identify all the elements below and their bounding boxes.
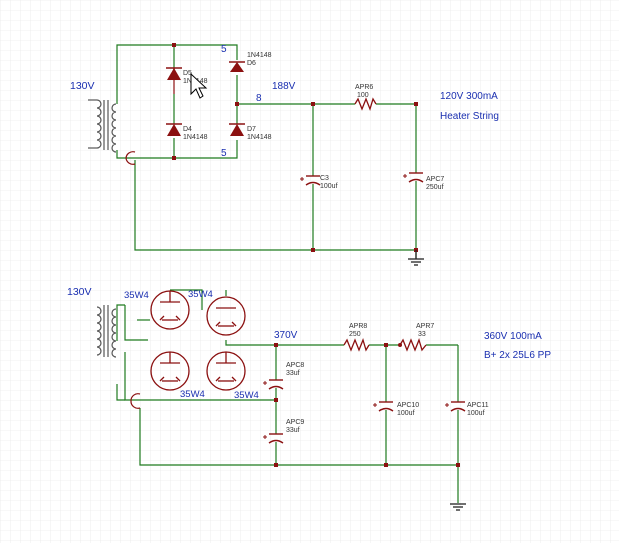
resistor-apr7-value: 33 [418, 331, 426, 338]
capacitor-apc9-value: 33uf [286, 427, 300, 434]
tube-4 [206, 351, 246, 391]
net-label-5-bottom: 5 [221, 148, 227, 159]
bottom-transformer [96, 305, 141, 409]
capacitor-apc11-value: 100uf [467, 410, 485, 417]
top-output-desc: Heater String [440, 111, 499, 122]
capacitor-apc7-value: 250uf [426, 184, 444, 191]
diode-d6-value: 1N4148 [247, 52, 272, 59]
ground-icon [450, 503, 466, 511]
resistor-apr7: APR7 33 [398, 323, 434, 352]
diode-d7-value: 1N4148 [247, 134, 272, 141]
capacitor-apc10-ref: APC10 [397, 402, 419, 409]
tube-2-label: 35W4 [188, 289, 213, 300]
bottom-junctions [274, 343, 460, 467]
ground-icon [408, 250, 424, 266]
capacitor-c3-ref: C3 [320, 175, 329, 182]
top-output-title: 120V 300mA [440, 91, 498, 102]
top-transformer [88, 99, 136, 165]
diode-d7 [229, 123, 245, 136]
capacitor-apc8-value: 33uf [286, 370, 300, 377]
capacitor-apc10-value: 100uf [397, 410, 415, 417]
diode-d5-ref: D5 [183, 70, 192, 77]
tube-3-label: 35W4 [180, 389, 205, 400]
capacitor-c3-value: 100uf [320, 183, 338, 190]
capacitor-apc7 [403, 172, 424, 183]
diode-d4-value: 1N4148 [183, 134, 208, 141]
diode-d4-ref: D4 [183, 126, 192, 133]
resistor-apr8: APR8 250 [343, 323, 370, 352]
bottom-output-desc: B+ 2x 25L6 PP [484, 350, 551, 361]
top-wires [116, 44, 417, 258]
capacitor-c3 [300, 175, 321, 186]
capacitor-apc11-ref: APC11 [467, 402, 489, 409]
bottom-circuit: 130V 35W4 [67, 286, 551, 511]
tube-3 [150, 351, 190, 391]
top-transformer-voltage: 130V [70, 80, 95, 92]
bottom-wires [116, 289, 459, 503]
capacitor-apc10 [373, 401, 394, 412]
capacitor-apc8-ref: APC8 [286, 362, 304, 369]
capacitor-apc9 [263, 433, 284, 444]
diode-d5 [166, 67, 182, 94]
net-label-5-top: 5 [221, 44, 227, 55]
capacitor-apc7-ref: APC7 [426, 176, 444, 183]
tube-1 [150, 290, 190, 330]
net-label-8: 8 [256, 93, 262, 104]
top-rail-voltage: 188V [272, 81, 296, 92]
diode-d6 [229, 61, 245, 72]
capacitor-apc11 [445, 401, 466, 412]
capacitor-apc8 [263, 379, 284, 390]
resistor-apr8-ref: APR8 [349, 323, 367, 330]
resistor-apr7-ref: APR7 [416, 323, 434, 330]
top-circuit: 130V D5 1N4148 1N4148 D6 D4 1N4148 D7 [70, 43, 499, 266]
resistor-apr6: APR6 100 [354, 84, 377, 111]
bottom-rail-voltage: 370V [274, 330, 298, 341]
resistor-apr6-value: 100 [357, 92, 369, 99]
tube-2 [206, 296, 246, 336]
tube-4-label: 35W4 [234, 390, 259, 401]
diode-d4 [166, 123, 182, 136]
resistor-apr6-ref: APR6 [355, 84, 373, 91]
resistor-apr8-value: 250 [349, 331, 361, 338]
bottom-output-title: 360V 100mA [484, 331, 542, 342]
bottom-transformer-voltage: 130V [67, 286, 92, 298]
cursor-arrow-icon [190, 72, 208, 99]
diode-d7-ref: D7 [247, 126, 256, 133]
capacitor-apc9-ref: APC9 [286, 419, 304, 426]
diode-d6-ref: D6 [247, 60, 256, 67]
tube-1-label: 35W4 [124, 290, 149, 301]
